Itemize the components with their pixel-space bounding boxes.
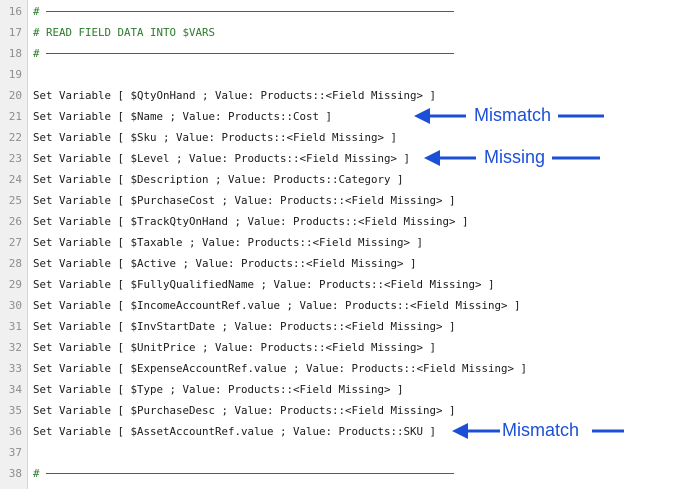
separator-rule <box>46 53 454 54</box>
line-number: 33 <box>8 362 22 375</box>
code-line[interactable]: 31 Set Variable [ $InvStartDate ; Value: … <box>0 316 674 337</box>
line-number: 17 <box>8 26 22 39</box>
annotation-label: Missing <box>484 147 546 167</box>
arrow-shaft <box>466 429 500 433</box>
code-line[interactable]: 25 Set Variable [ $PurchaseCost ; Value: … <box>0 190 674 211</box>
code-line[interactable]: 28 Set Variable [ $Active ; Value: Produc… <box>0 253 674 274</box>
script-step: Set Variable [ $IncomeAccountRef.value ;… <box>33 299 521 312</box>
script-step: Set Variable [ $UnitPrice ; Value: Produ… <box>33 341 437 354</box>
code-line[interactable]: 37 <box>0 442 674 463</box>
script-step: Set Variable [ $AssetAccountRef.value ; … <box>33 425 437 438</box>
line-number: 35 <box>8 404 22 417</box>
line-number: 32 <box>8 341 22 354</box>
code-line[interactable]: 30 Set Variable [ $IncomeAccountRef.value… <box>0 295 674 316</box>
line-number-gutter <box>0 0 28 489</box>
line-number: 38 <box>8 467 22 480</box>
code-line[interactable]: 35 Set Variable [ $PurchaseDesc ; Value: … <box>0 400 674 421</box>
line-number: 21 <box>8 110 22 123</box>
script-step: Set Variable [ $QtyOnHand ; Value: Produ… <box>33 89 437 102</box>
comment-text: # READ FIELD DATA INTO $VARS <box>33 26 216 39</box>
script-step: Set Variable [ $InvStartDate ; Value: Pr… <box>33 320 456 333</box>
script-step: Set Variable [ $Active ; Value: Products… <box>33 257 417 270</box>
arrow-head <box>424 150 440 166</box>
comment-separator: # <box>33 47 40 60</box>
code-line[interactable]: 19 <box>0 64 674 85</box>
code-line[interactable]: 21 Set Variable [ $Name ; Value: Products… <box>0 106 674 127</box>
left-arrow-icon <box>424 150 600 166</box>
code-line[interactable]: 26 Set Variable [ $TrackQtyOnHand ; Value… <box>0 211 674 232</box>
line-number: 22 <box>8 131 22 144</box>
separator-rule <box>46 11 454 12</box>
code-line[interactable]: 24 Set Variable [ $Description ; Value: P… <box>0 169 674 190</box>
line-number: 30 <box>8 299 22 312</box>
code-line[interactable]: 34 Set Variable [ $Type ; Value: Products… <box>0 379 674 400</box>
annotation-label: Mismatch <box>474 105 552 125</box>
code-line[interactable]: 20 Set Variable [ $QtyOnHand ; Value: Pro… <box>0 85 674 106</box>
arrow-tail <box>552 156 600 160</box>
line-number: 18 <box>8 47 22 60</box>
script-step: Set Variable [ $Description ; Value: Pro… <box>33 173 404 186</box>
arrow-tail <box>592 429 624 433</box>
left-arrow-icon <box>452 423 624 439</box>
code-line[interactable]: 17 # READ FIELD DATA INTO $VARS <box>0 22 674 43</box>
script-step: Set Variable [ $PurchaseCost ; Value: Pr… <box>33 194 456 207</box>
arrow-head <box>414 108 430 124</box>
line-number: 28 <box>8 257 22 270</box>
script-step: Set Variable [ $Name ; Value: Products::… <box>33 110 333 123</box>
line-number: 23 <box>8 152 22 165</box>
arrow-tail <box>558 114 604 118</box>
annotation-label: Mismatch <box>502 420 580 440</box>
code-line[interactable]: 36 Set Variable [ $AssetAccountRef.value … <box>0 421 674 442</box>
line-number: 19 <box>8 68 22 81</box>
line-number: 36 <box>8 425 22 438</box>
script-step: Set Variable [ $Level ; Value: Products:… <box>33 152 411 165</box>
arrow-head <box>452 423 468 439</box>
script-step: Set Variable [ $ExpenseAccountRef.value … <box>33 362 528 375</box>
script-step: Set Variable [ $Type ; Value: Products::… <box>33 383 404 396</box>
line-number: 37 <box>8 446 22 459</box>
line-number: 20 <box>8 89 22 102</box>
line-number: 26 <box>8 215 22 228</box>
line-number: 24 <box>8 173 22 186</box>
code-line[interactable]: 23 Set Variable [ $Level ; Value: Product… <box>0 148 674 169</box>
comment-separator: # <box>33 5 40 18</box>
line-number: 34 <box>8 383 22 396</box>
code-line[interactable]: 38 # <box>0 463 674 484</box>
script-step: Set Variable [ $Taxable ; Value: Product… <box>33 236 424 249</box>
script-step: Set Variable [ $PurchaseDesc ; Value: Pr… <box>33 404 456 417</box>
code-line[interactable]: 27 Set Variable [ $Taxable ; Value: Produ… <box>0 232 674 253</box>
code-line[interactable]: 29 Set Variable [ $FullyQualifiedName ; V… <box>0 274 674 295</box>
code-line[interactable]: 32 Set Variable [ $UnitPrice ; Value: Pro… <box>0 337 674 358</box>
arrow-shaft <box>438 156 476 160</box>
line-number: 25 <box>8 194 22 207</box>
script-step: Set Variable [ $FullyQualifiedName ; Val… <box>33 278 495 291</box>
script-step: Set Variable [ $TrackQtyOnHand ; Value: … <box>33 215 469 228</box>
code-line[interactable]: 22 Set Variable [ $Sku ; Value: Products:… <box>0 127 674 148</box>
script-step: Set Variable [ $Sku ; Value: Products::<… <box>33 131 398 144</box>
arrow-shaft <box>428 114 466 118</box>
code-line[interactable]: 18 # <box>0 43 674 64</box>
code-line[interactable]: 33 Set Variable [ $ExpenseAccountRef.valu… <box>0 358 674 379</box>
left-arrow-icon <box>414 108 604 124</box>
line-number: 29 <box>8 278 22 291</box>
line-number: 16 <box>8 5 22 18</box>
line-number: 31 <box>8 320 22 333</box>
code-line[interactable]: 16 # <box>0 1 674 22</box>
separator-rule <box>46 473 454 474</box>
line-number: 27 <box>8 236 22 249</box>
comment-separator: # <box>33 467 40 480</box>
